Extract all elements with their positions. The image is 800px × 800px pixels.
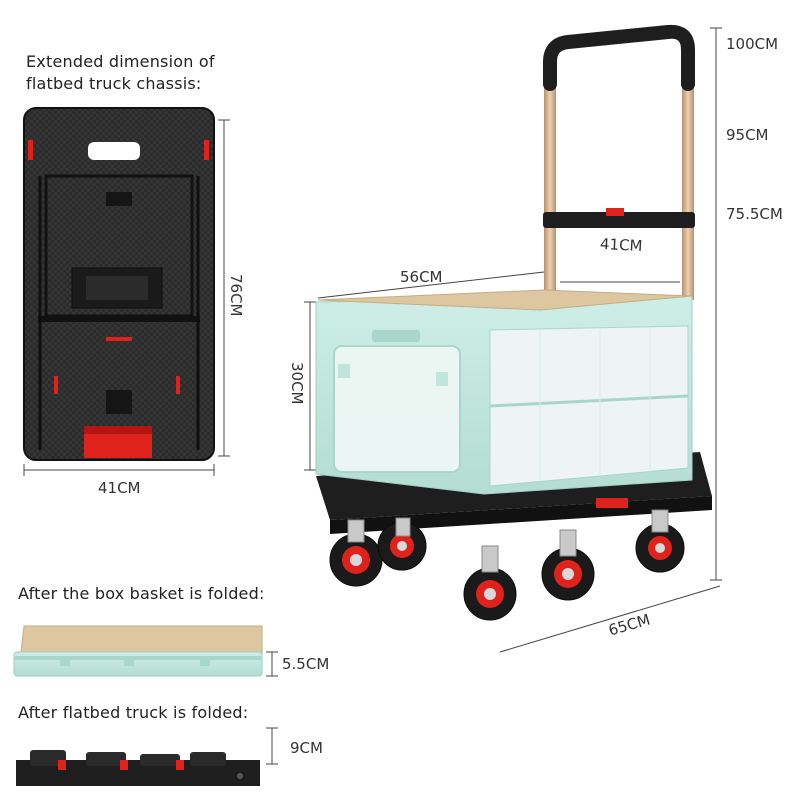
cart-handle: [543, 24, 695, 300]
chassis-caption-line1: Extended dimension of: [26, 52, 215, 71]
folded-truck-caption: After flatbed truck is folded:: [18, 703, 249, 722]
handle-width-label: 41CM: [599, 234, 643, 256]
folded-basket-image: [13, 625, 263, 677]
folded-truck-thickness: 9CM: [290, 739, 323, 757]
chassis-length-label: 76CM: [227, 274, 245, 317]
height-75-label: 75.5CM: [726, 205, 783, 223]
folded-basket-thickness: 5.5CM: [282, 655, 330, 673]
chassis-top-view: [23, 107, 215, 461]
chassis-width-label: 41CM: [98, 479, 141, 497]
storage-box: [315, 289, 693, 495]
folded-basket-caption: After the box basket is folded:: [18, 584, 265, 603]
chassis-caption-line2: flatbed truck chassis:: [26, 74, 202, 93]
folded-truck-image: [16, 750, 260, 786]
height-95-label: 95CM: [726, 126, 769, 144]
box-length-label: 56CM: [400, 268, 443, 286]
height-100-label: 100CM: [726, 35, 779, 53]
box-height-label: 30CM: [288, 362, 306, 405]
